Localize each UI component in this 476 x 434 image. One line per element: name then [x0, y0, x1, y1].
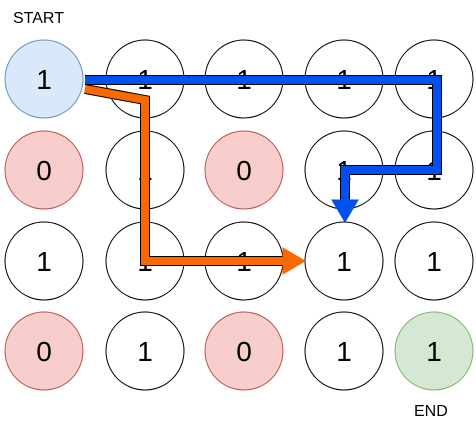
- cell-value: 0: [36, 155, 52, 186]
- cell-circle: [4, 221, 84, 301]
- cell-value: 1: [137, 336, 153, 367]
- open-cell: 1: [105, 311, 185, 391]
- open-cell: 1: [394, 221, 474, 301]
- cell-circle: [4, 39, 84, 119]
- cell-circle: [204, 311, 284, 391]
- cell-value: 0: [236, 336, 252, 367]
- orange-path-arrow: [84, 84, 306, 275]
- cell-value: 1: [336, 336, 352, 367]
- open-cell: 1: [304, 311, 384, 391]
- paths-layer: [84, 75, 442, 275]
- blocked-cell: 0: [4, 311, 84, 391]
- cell-circle: [394, 311, 474, 391]
- cell-value: 1: [36, 246, 52, 277]
- cell-circle: [304, 311, 384, 391]
- cell-circle: [105, 311, 185, 391]
- cell-value: 0: [236, 155, 252, 186]
- cell-value: 1: [426, 246, 442, 277]
- open-cell: 1: [304, 221, 384, 301]
- cell-value: 1: [336, 246, 352, 277]
- cell-circle: [204, 130, 284, 210]
- blocked-cell: 0: [4, 130, 84, 210]
- arrow-shaft: [85, 76, 441, 200]
- start-label: START: [13, 10, 64, 27]
- end-cell: 1: [394, 311, 474, 391]
- arrow-head: [331, 199, 359, 223]
- cell-value: 1: [426, 336, 442, 367]
- end-label: END: [414, 403, 448, 420]
- cell-circle: [4, 130, 84, 210]
- cell-circle: [4, 311, 84, 391]
- blocked-cell: 0: [204, 130, 284, 210]
- cell-value: 1: [36, 64, 52, 95]
- cell-circle: [394, 221, 474, 301]
- arrow-head: [282, 247, 306, 275]
- open-cell: 1: [4, 221, 84, 301]
- arrow-shaft: [84, 85, 283, 265]
- cell-value: 0: [36, 336, 52, 367]
- blue-path-arrow: [85, 75, 442, 223]
- blocked-cell: 0: [204, 311, 284, 391]
- start-cell: 1: [4, 39, 84, 119]
